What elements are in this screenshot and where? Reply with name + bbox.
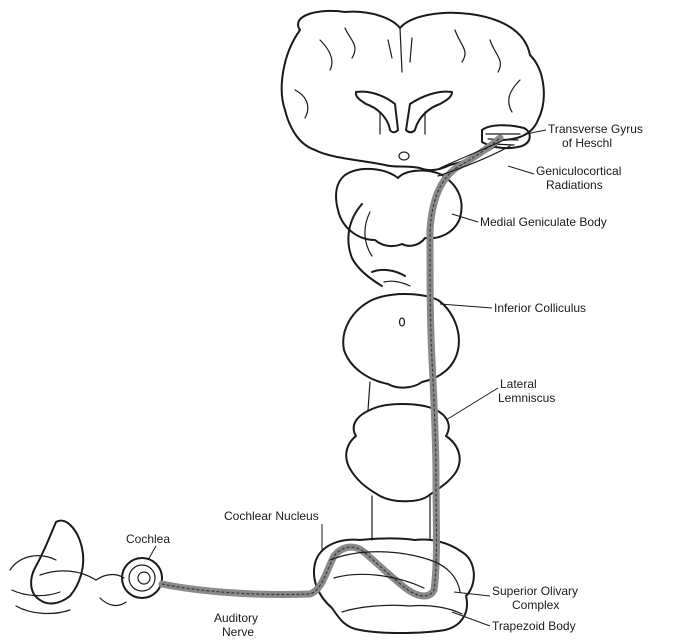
- label-superior-olivary: Superior Olivary: [492, 584, 578, 598]
- pons: [346, 404, 459, 501]
- label-geniculocortical: Geniculocortical: [536, 164, 621, 178]
- leader-lines: [148, 130, 546, 626]
- label-medial-geniculate: Medial Geniculate Body: [480, 215, 607, 229]
- midbrain: [343, 294, 459, 388]
- label-cochlear-nucleus: Cochlear Nucleus: [224, 509, 319, 523]
- label-cochlea: Cochlea: [126, 532, 170, 546]
- labels: Transverse Gyrus of Heschl Geniculocorti…: [126, 122, 643, 639]
- label-lateral-lemniscus: Lateral: [500, 377, 537, 391]
- label-transverse-gyrus-2: of Heschl: [562, 136, 612, 150]
- label-inferior-colliculus: Inferior Colliculus: [494, 301, 586, 315]
- label-auditory-nerve: Auditory: [214, 611, 258, 625]
- label-transverse-gyrus: Transverse Gyrus: [548, 122, 643, 136]
- label-geniculocortical-2: Radiations: [546, 178, 603, 192]
- cerebrum: [282, 11, 544, 170]
- label-auditory-nerve-2: Nerve: [222, 625, 254, 639]
- ventricles: [356, 92, 452, 160]
- label-lateral-lemniscus-2: Lemniscus: [498, 391, 555, 405]
- brainstem-column: [314, 382, 474, 633]
- auditory-pathway: [162, 138, 510, 596]
- label-superior-olivary-2: Complex: [512, 598, 559, 612]
- label-trapezoid-body: Trapezoid Body: [492, 619, 576, 633]
